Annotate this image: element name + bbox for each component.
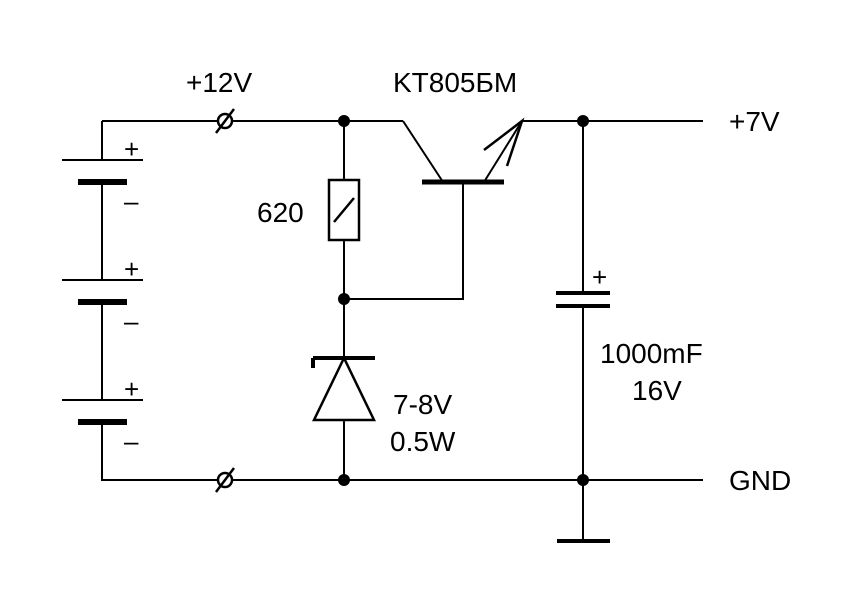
- battery-minus-sign: –: [124, 306, 139, 336]
- transistor-kt805bm: [402, 117, 525, 185]
- junctions: [338, 115, 589, 486]
- transistor-collector: [402, 120, 444, 183]
- resistor-620: [327, 178, 361, 242]
- transistor-label: KT805БM: [393, 67, 517, 98]
- battery-minus-sign: –: [124, 426, 139, 456]
- capacitor-plus-sign: +: [592, 262, 607, 292]
- battery-cell-1: + –: [62, 134, 143, 216]
- battery-plus-sign: +: [124, 134, 139, 164]
- junction-dot: [338, 293, 350, 305]
- base-link: [344, 182, 464, 300]
- ground-label: GND: [729, 465, 791, 496]
- junction-dot: [338, 474, 350, 486]
- zener-diode: [311, 355, 376, 422]
- input-terminal-bottom: [215, 467, 235, 493]
- output-voltage-label: +7V: [729, 106, 780, 137]
- electrolytic-capacitor: +: [556, 262, 610, 308]
- bottom-rail: [101, 460, 703, 481]
- capacitor-value-label: 1000mF: [600, 338, 703, 369]
- battery-cell-2: + –: [62, 254, 143, 336]
- battery-plus-sign: +: [124, 254, 139, 284]
- input-voltage-label: +12V: [186, 67, 252, 98]
- zener-voltage-label: 7-8V: [393, 389, 452, 420]
- transistor-emitter: [483, 120, 523, 183]
- resistor-value-label: 620: [257, 197, 304, 228]
- junction-dot: [338, 115, 350, 127]
- wiring: [101, 120, 703, 541]
- input-terminal-top: [215, 108, 235, 134]
- battery-cell-3: + –: [62, 374, 143, 456]
- battery-plus-sign: +: [124, 374, 139, 404]
- junction-dot: [577, 115, 589, 127]
- capacitor-voltage-label: 16V: [632, 375, 682, 406]
- top-rail-left: [101, 120, 403, 160]
- junction-dot: [577, 474, 589, 486]
- emitter-arrow-icon: [483, 117, 525, 167]
- zener-power-label: 0.5W: [390, 426, 456, 457]
- battery-minus-sign: –: [124, 186, 139, 216]
